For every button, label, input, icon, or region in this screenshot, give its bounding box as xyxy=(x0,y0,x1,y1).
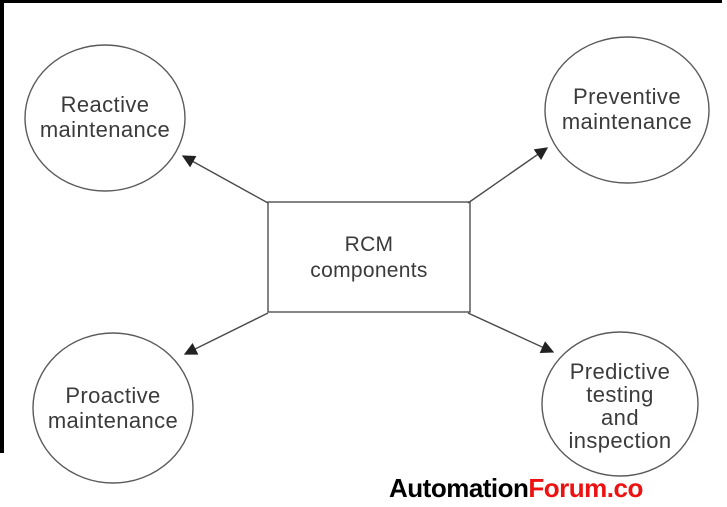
rcm-components-box xyxy=(267,201,471,313)
rcm-components-label: RCM components xyxy=(310,233,428,282)
scan-border-top xyxy=(0,0,722,3)
predictive-node-label: Predictive testing and inspection xyxy=(568,359,672,453)
arrow-to-preventive xyxy=(467,147,549,204)
reactive-node-label: Reactive maintenance xyxy=(39,92,171,142)
proactive-node-circle xyxy=(32,332,194,484)
predictive-node-circle xyxy=(541,331,699,477)
arrow-to-predictive xyxy=(467,312,555,354)
arrow-to-proactive xyxy=(183,312,269,355)
watermark-forum: Forum.co xyxy=(528,473,643,503)
reactive-node-circle xyxy=(24,44,186,192)
scan-border-left xyxy=(0,0,4,453)
watermark-automation: Automation xyxy=(389,473,529,503)
watermark: AutomationForum.co xyxy=(389,474,643,502)
proactive-node-label: Proactive maintenance xyxy=(47,383,179,433)
preventive-node-circle xyxy=(544,36,710,184)
arrow-to-reactive xyxy=(181,155,269,204)
preventive-node-label: Preventive maintenance xyxy=(561,84,693,134)
